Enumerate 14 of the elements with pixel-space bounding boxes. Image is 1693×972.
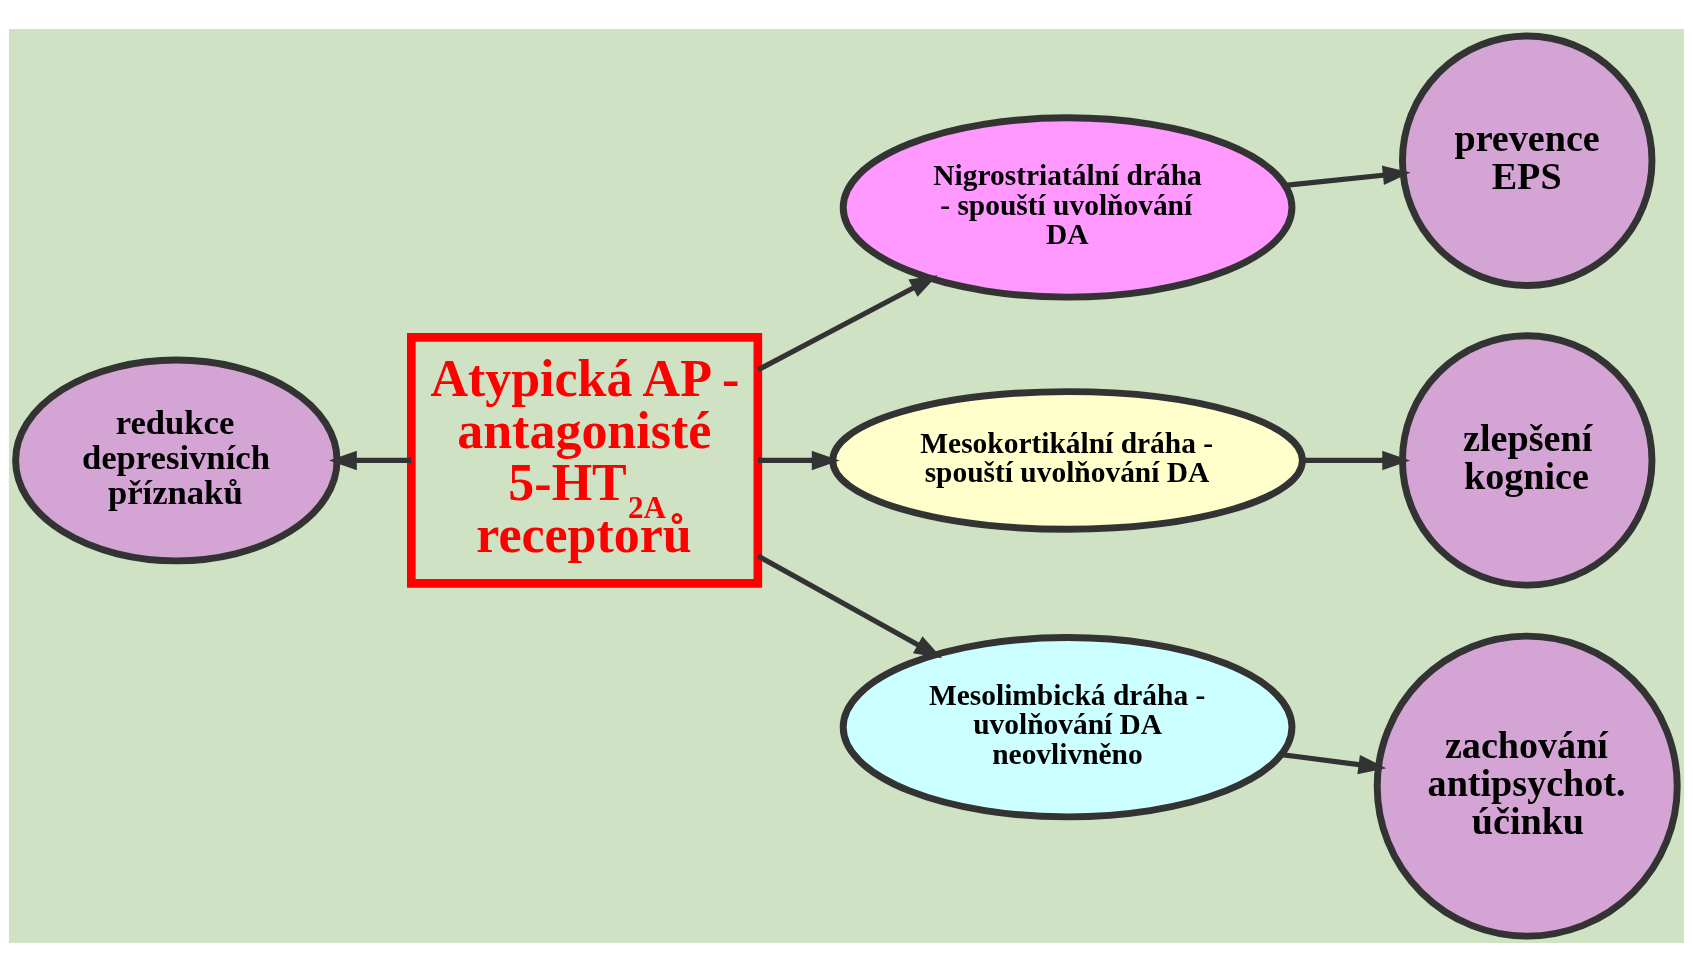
node-ellipse: redukce depresivních příznaků — [12, 356, 341, 565]
node-box: Atypická AP - antagonisté 5-HT$_{2A}$ receptorů — [407, 333, 763, 588]
arrow — [1285, 165, 1411, 188]
arrow — [1303, 450, 1411, 471]
node-circle: zachování antipsychot. účinku — [1373, 632, 1681, 940]
arrow — [758, 450, 840, 471]
node-ellipse: Nigrostriatální dráha - spouští uvolňování DA — [839, 114, 1296, 301]
node-circle: prevence EPS — [1399, 32, 1656, 289]
node-ellipse: Mesokortikální dráha - spouští uvolňování DA — [829, 388, 1306, 533]
arrow — [329, 450, 412, 471]
arrow — [756, 275, 938, 373]
arrow — [1281, 752, 1387, 775]
node-circle: zlepšení kognice — [1399, 332, 1656, 589]
arrow — [756, 553, 943, 659]
